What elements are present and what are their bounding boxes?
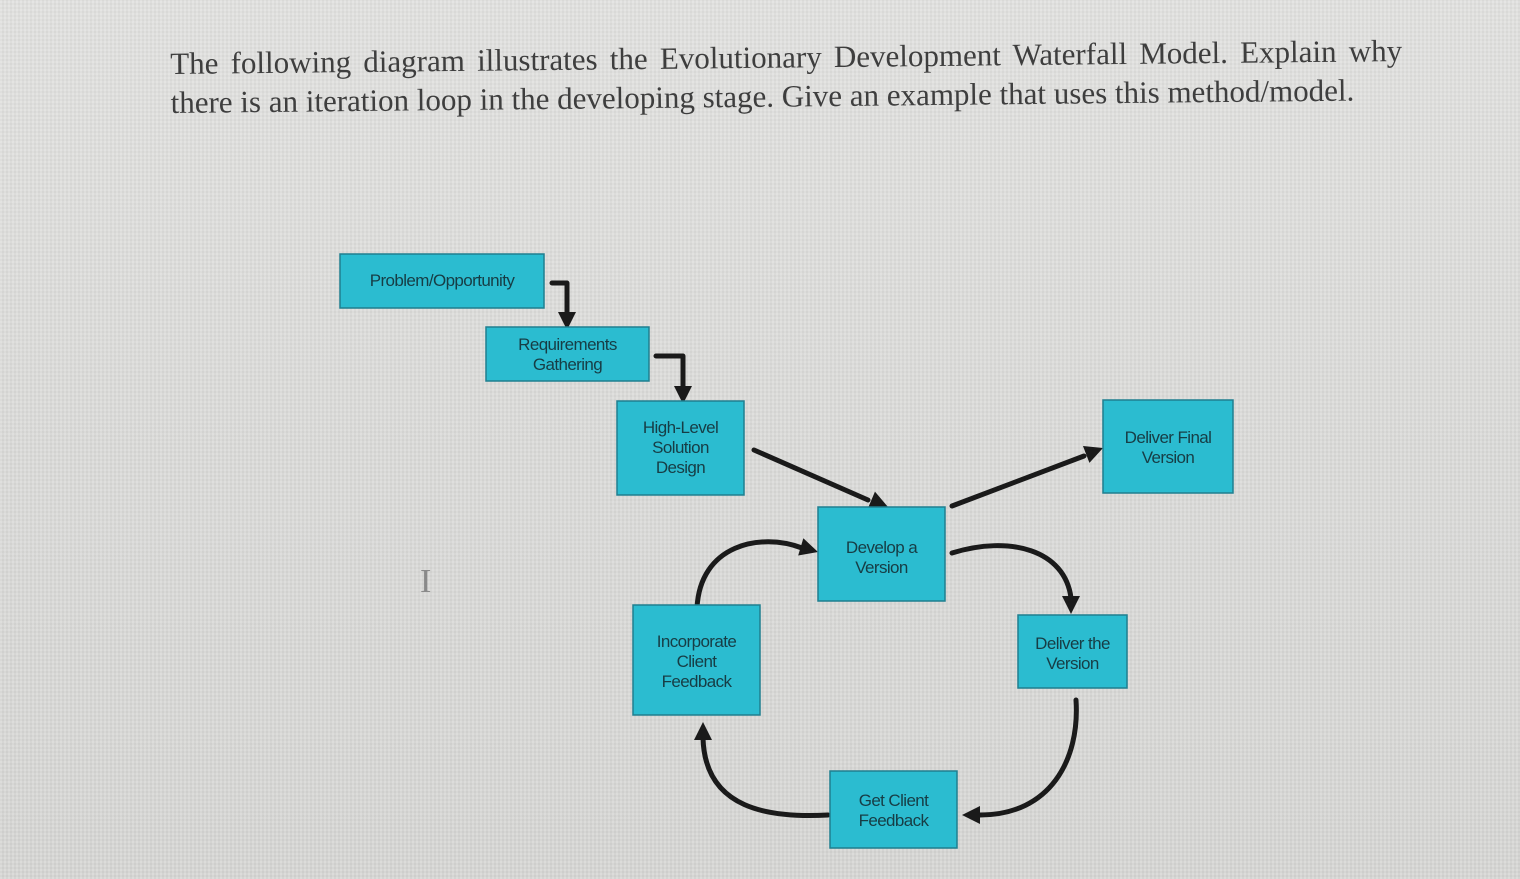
arrowhead-develop-to-final bbox=[1082, 446, 1103, 463]
box-problem-opportunity-label-line: Problem/Opportunity bbox=[370, 271, 516, 290]
box-incorporate-client-feedback-rect bbox=[632, 604, 761, 716]
box-get-client-feedback-label-line: Feedback bbox=[859, 811, 930, 830]
arrowhead-incorporate-to-develop bbox=[798, 538, 818, 556]
box-high-level-solution-design-rect bbox=[616, 400, 745, 496]
box-problem-opportunity-rect bbox=[339, 253, 545, 309]
box-high-level-solution-design-label-line: High-Level bbox=[643, 418, 718, 437]
box-develop-a-version-label-line: Version bbox=[855, 558, 908, 577]
box-incorporate-client-feedback-label-line: Feedback bbox=[662, 672, 733, 691]
arrow-develop-to-deliver bbox=[949, 543, 1074, 601]
arrow-feedback-to-incorporate bbox=[700, 735, 831, 818]
box-high-level-solution-design-label-line: Solution bbox=[652, 438, 709, 457]
arrow-incorporate-to-develop bbox=[694, 539, 805, 611]
edges bbox=[549, 280, 1103, 824]
arrow-design-to-develop bbox=[751, 447, 871, 503]
box-high-level-solution-design-label-line: Design bbox=[656, 458, 705, 477]
box-develop-a-version-rect bbox=[817, 506, 946, 602]
box-get-client-feedback-label-line: Get Client bbox=[859, 791, 929, 810]
arrowhead-develop-to-deliver bbox=[1062, 596, 1080, 614]
box-deliver-final-version-rect bbox=[1102, 399, 1234, 494]
box-develop-a-version-label-line: Develop a bbox=[846, 538, 918, 557]
arrowhead-feedback-to-incorporate bbox=[694, 722, 712, 740]
arrowhead-problem-to-requirements bbox=[558, 312, 576, 330]
box-incorporate-client-feedback-label-line: Incorporate bbox=[657, 632, 737, 651]
arrow-develop-to-final bbox=[949, 453, 1087, 509]
box-requirements-gathering-label-line: Requirements bbox=[518, 335, 617, 354]
text-cursor-icon: I bbox=[420, 563, 431, 600]
arrow-problem-to-requirements bbox=[549, 280, 570, 321]
arrowhead-design-to-develop bbox=[867, 491, 888, 509]
box-deliver-the-version-label-line: Deliver the bbox=[1035, 634, 1110, 653]
arrowhead-deliver-to-feedback bbox=[962, 806, 980, 824]
box-requirements-gathering-label-line: Gathering bbox=[533, 355, 602, 374]
box-get-client-feedback-rect bbox=[829, 770, 958, 849]
box-deliver-final-version-label-line: Deliver Final bbox=[1125, 428, 1212, 447]
box-deliver-the-version-rect bbox=[1017, 614, 1128, 689]
boxes: Problem/OpportunityRequirementsGathering… bbox=[339, 253, 1234, 849]
arrow-deliver-to-feedback bbox=[977, 697, 1079, 818]
box-deliver-the-version-label-line: Version bbox=[1046, 654, 1099, 673]
box-deliver-final-version-label-line: Version bbox=[1142, 448, 1195, 467]
box-requirements-gathering-rect bbox=[485, 326, 650, 382]
box-problem-opportunity: Problem/Opportunity bbox=[339, 253, 545, 309]
arrowhead-requirements-to-design bbox=[674, 386, 692, 404]
arrow-requirements-to-design bbox=[653, 353, 686, 395]
box-incorporate-client-feedback-label-line: Client bbox=[677, 652, 718, 671]
